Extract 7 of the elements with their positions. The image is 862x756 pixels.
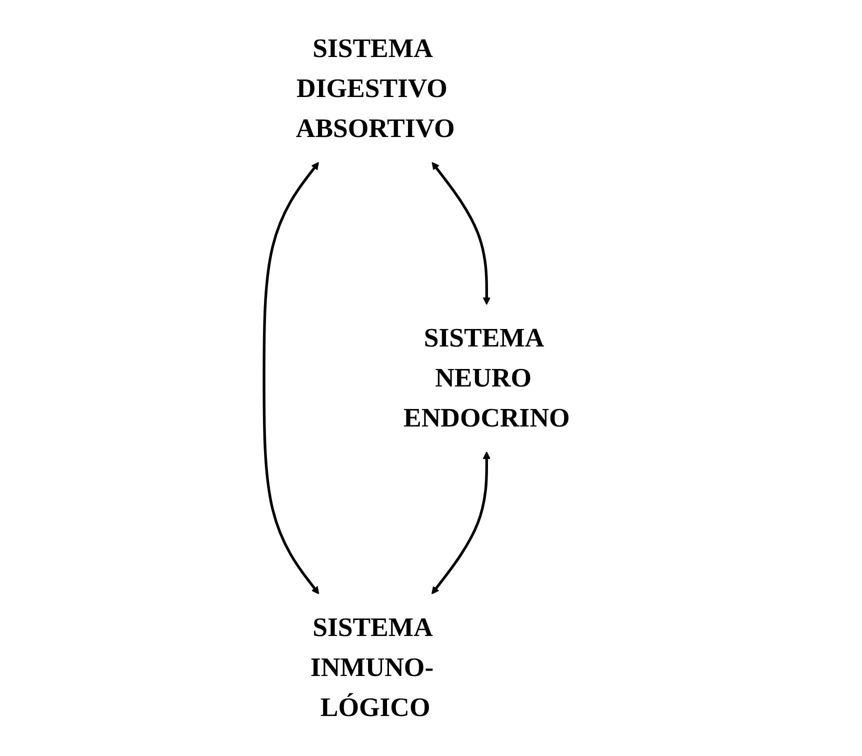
node-text: SISTEMA DIGESTIVO ABSORTIVO [296, 34, 455, 144]
node-text: SISTEMA NEURO ENDOCRINO [404, 323, 570, 433]
diagram: SISTEMA DIGESTIVO ABSORTIVO SISTEMA NEURO ENDOCRINO SISTEMA INMUNO- LÓGICO [11, 8, 851, 748]
node-text: SISTEMA INMUNO- LÓGICO [310, 612, 434, 722]
arrow [432, 451, 491, 594]
arrow [262, 162, 320, 594]
arrow [432, 162, 491, 305]
